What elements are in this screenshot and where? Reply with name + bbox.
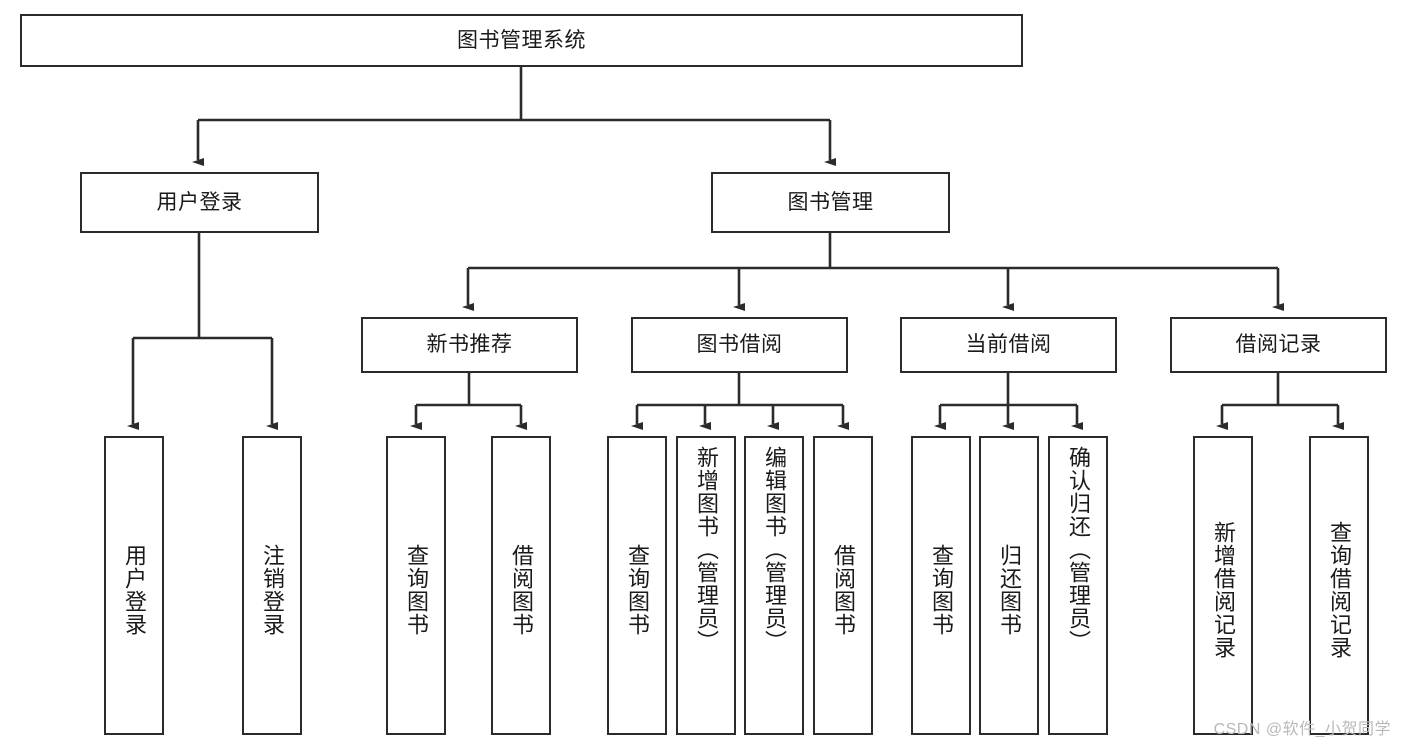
node-label: 图书借阅: [696, 333, 783, 357]
node-user-login[interactable]: 用户登录: [80, 172, 319, 233]
leaf-query-book-recommend[interactable]: 查询图书: [386, 436, 446, 735]
node-label: 查询图书: [624, 543, 650, 636]
node-label: 新增图书（管理员）: [693, 446, 719, 653]
leaf-add-book-admin[interactable]: 新增图书（管理员）: [676, 436, 736, 735]
node-new-book-recommend[interactable]: 新书推荐: [361, 317, 578, 373]
node-label: 用户登录: [121, 543, 147, 636]
node-label: 新书推荐: [426, 333, 513, 357]
leaf-borrow-book-recommend[interactable]: 借阅图书: [491, 436, 551, 735]
node-book-management[interactable]: 图书管理: [711, 172, 950, 233]
node-borrow-record[interactable]: 借阅记录: [1170, 317, 1387, 373]
leaf-query-book-borrow[interactable]: 查询图书: [607, 436, 667, 735]
node-current-borrow[interactable]: 当前借阅: [900, 317, 1117, 373]
node-label: 借阅记录: [1235, 333, 1322, 357]
node-label: 归还图书: [996, 543, 1022, 636]
watermark-text: CSDN @软件_小贺同学: [1213, 721, 1391, 738]
node-label: 当前借阅: [965, 333, 1052, 357]
node-label: 查询图书: [403, 543, 429, 636]
node-label: 查询借阅记录: [1326, 520, 1352, 659]
node-root-system[interactable]: 图书管理系统: [20, 14, 1023, 67]
leaf-user-logout[interactable]: 注销登录: [242, 436, 302, 735]
node-label: 新增借阅记录: [1210, 520, 1236, 659]
node-label: 查询图书: [928, 543, 954, 636]
node-label: 图书管理系统: [457, 28, 586, 52]
leaf-add-borrow-record[interactable]: 新增借阅记录: [1193, 436, 1253, 735]
leaf-return-book[interactable]: 归还图书: [979, 436, 1039, 735]
node-label: 确认归还（管理员）: [1065, 446, 1091, 653]
leaf-edit-book-admin[interactable]: 编辑图书（管理员）: [744, 436, 804, 735]
node-book-borrow[interactable]: 图书借阅: [631, 317, 848, 373]
leaf-query-borrow-record[interactable]: 查询借阅记录: [1309, 436, 1369, 735]
node-label: 图书管理: [787, 190, 874, 214]
node-label: 用户登录: [156, 190, 243, 214]
node-label: 借阅图书: [508, 543, 534, 636]
leaf-borrow-book[interactable]: 借阅图书: [813, 436, 873, 735]
node-label: 编辑图书（管理员）: [761, 446, 787, 653]
leaf-user-login[interactable]: 用户登录: [104, 436, 164, 735]
node-label: 注销登录: [259, 543, 285, 636]
leaf-confirm-return-admin[interactable]: 确认归还（管理员）: [1048, 436, 1108, 735]
node-label: 借阅图书: [830, 543, 856, 636]
leaf-query-book-current[interactable]: 查询图书: [911, 436, 971, 735]
